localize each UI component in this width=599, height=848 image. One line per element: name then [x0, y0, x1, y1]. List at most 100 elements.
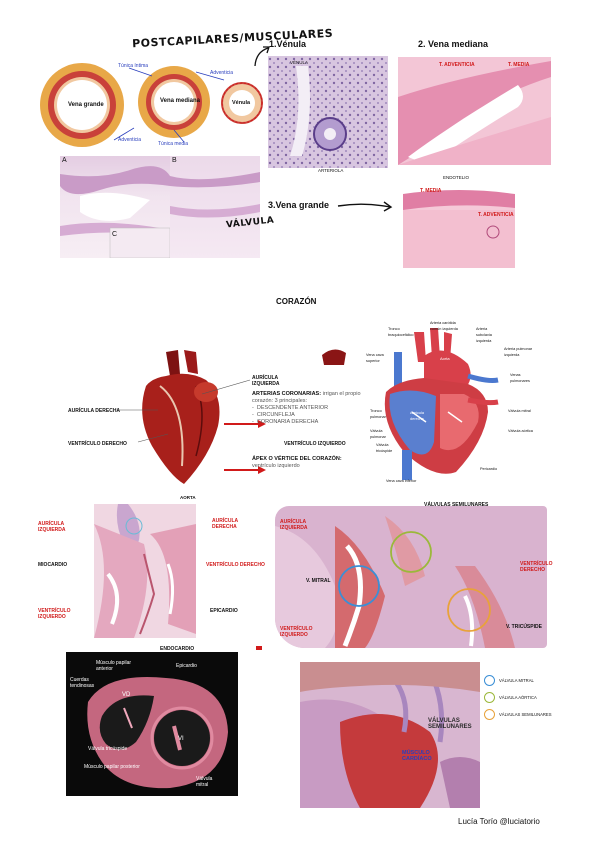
vessel-wall-diagram	[40, 63, 263, 147]
vena-grande-micrograph	[403, 172, 515, 268]
histo-left-endocardio-label: ENDOCARDIO	[160, 646, 195, 652]
diagram-label-vena-cava-inf: Vena cava inferior	[386, 479, 417, 483]
vena-grande-media-label: T. MEDIA	[420, 188, 442, 194]
histo-left-auricula-izq-label: AURÍCULA IZQUIERDA	[38, 521, 66, 533]
credit-text: Lucía Torío @luciatorio	[458, 817, 540, 826]
venula-title: 1.Vénula	[269, 39, 307, 49]
heart-auricula-izq-label: AURÍCULA IZQUIERDA	[252, 375, 280, 387]
venula-label: VÉNULA	[290, 60, 309, 65]
vena-mediana-adventicia-label: T. ADVENTICIA	[439, 62, 475, 68]
cross-label-cuerdas: Cuerdas tendinosas	[70, 677, 95, 689]
legend-marker-semilunares-icon	[484, 709, 495, 720]
histo-right-valvulas-label: VÁLVULAS SEMILUNARES	[424, 502, 489, 508]
vena-grande-adventicia-label: T. ADVENTICIA	[478, 212, 514, 218]
histo-right-ventriculo-der-label: VENTRÍCULO DERECHO	[520, 561, 553, 573]
diagram-label-venas-pulm: Venas pulmonares	[510, 373, 530, 383]
cross-label-musculo-posterior: Músculo papilar posterior	[84, 764, 140, 770]
diagram-label-valv-mitral: Válvula mitral	[508, 409, 531, 413]
diagram-label-vena-cava-sup: Vena cava superior	[366, 353, 384, 363]
corazon-title: CORAZÓN	[276, 297, 317, 306]
arteriola-label: ARTERIOLA	[318, 168, 344, 173]
cross-label-vi: VI	[178, 736, 184, 742]
diagram-label-carotida: Arteria carótida común izquierda	[430, 321, 458, 331]
adventicia-top-label: Adventicia	[210, 70, 234, 76]
endotelio-label: ENDOTELIO	[443, 175, 470, 180]
histo-right-v-mitral-label: V. MITRAL	[306, 578, 331, 584]
valves-label-musculo: MÚSCULO CARDÍACO	[402, 750, 432, 762]
vein-histology-panel-a	[60, 156, 170, 258]
vena-mediana-micrograph	[398, 57, 551, 165]
venula-micrograph	[268, 56, 388, 168]
histo-left-miocardio-label: MIOCARDIO	[38, 562, 68, 568]
histo-left-ventriculo-der-label: VENTRÍCULO DERECHO	[206, 562, 265, 568]
vessel-large-label: Vena grande	[68, 102, 104, 108]
apex-text: ventrículo izquierdo	[252, 463, 300, 469]
vessel-medium-label: Vena mediana	[160, 98, 201, 104]
heart-red-arrows	[224, 420, 266, 474]
diagram-label-tronco-pulm: Tronco pulmonar	[370, 409, 386, 419]
heart-circulation-diagram	[384, 328, 499, 480]
legend-item-aortica: VÁLVULA AÓRTICA	[484, 689, 580, 706]
diagram-label-aorta: Aorta	[440, 356, 450, 361]
heart-small-image	[322, 349, 346, 365]
legend-item-mitral: VÁLVULA MITRAL	[484, 672, 580, 689]
heart-histology-left	[94, 504, 196, 638]
heart-pointer-lines	[201, 379, 251, 395]
panel-letter-a: A	[62, 157, 67, 164]
cross-label-vd: VD	[122, 692, 131, 698]
vessel-small-label: Vénula	[232, 100, 251, 106]
heart-cross-section-photo	[66, 652, 238, 796]
heart-pointer-lines-left	[118, 409, 169, 443]
diagram-label-valv-tric: Válvula tricúspide	[376, 443, 393, 453]
heart-histology-right	[275, 506, 547, 648]
histo-right-auricula-izq-label: AURÍCULA IZQUIERDA	[280, 519, 308, 531]
histo-right-v-tricuspide-label: V. TRICÚSPIDE	[506, 624, 542, 630]
diagram-label-valv-aortica: Válvula aórtica	[508, 429, 533, 433]
diagram-label-arteria-pulm: Arteria pulmonar izquierda	[504, 347, 533, 357]
heart-3d-image	[142, 350, 220, 484]
vena-mediana-title: 2. Vena mediana	[418, 39, 489, 49]
valves-histology-photo	[300, 662, 480, 808]
adventicia-bottom-label: Adventicia	[118, 137, 142, 143]
diagram-label-auricula-der: Aurícula derecha	[410, 411, 424, 421]
coronarias-text: irrigan el propio corazón: 3 principales…	[252, 391, 361, 404]
vena-mediana-media-label: T. MEDIA	[508, 62, 530, 68]
tunica-media-label: Túnica media	[158, 141, 189, 147]
red-marker	[256, 646, 262, 650]
cross-label-tricuspide: Válvula tricúspide	[88, 746, 128, 752]
coronarias-item-2: - CIRCUNFLEJA	[252, 412, 295, 418]
tunica-intima-label: Túnica íntima	[118, 63, 149, 69]
cross-label-mitral: Válvula mitral	[196, 776, 213, 788]
apex-block: ÁPEX O VÉRTICE DEL CORAZÓN: ventrículo i…	[252, 456, 372, 470]
diagram-label-subclavia: Arteria subclavia izquierda	[476, 327, 492, 343]
heart-auricula-der-label: AURÍCULA DERECHA	[68, 408, 121, 414]
histo-left-auricula-der-label: AURÍCULA DERECHA	[212, 518, 239, 530]
coronarias-heading: ARTERIAS CORONARIAS:	[252, 391, 322, 397]
diagram-label-tronco-braquio: Tronco braquiocefálico	[388, 327, 414, 337]
vena-grande-title: 3.Vena grande	[268, 200, 330, 210]
coronarias-item-1: - DESCENDENTE ANTERIOR	[252, 405, 329, 411]
diagram-label-pericardio: Pericardio	[480, 467, 498, 471]
coronarias-block: ARTERIAS CORONARIAS: irrigan el propio c…	[252, 391, 372, 426]
histo-left-epicardio-label: EPICARDIO	[210, 608, 238, 614]
histo-left-aorta-label: AORTA	[180, 495, 196, 500]
legend-marker-aortica-icon	[484, 692, 495, 703]
cross-label-musculo-anterior: Músculo papilar anterior	[96, 660, 132, 672]
ventriculo-izq-label: VENTRÍCULO IZQUIERDO	[284, 441, 346, 447]
histo-right-ventriculo-izq-label: VENTRÍCULO IZQUIERDO	[280, 626, 313, 638]
histo-left-ventriculo-izq-label: VENTRÍCULO IZQUIERDO	[38, 608, 71, 620]
coronarias-item-3: - CORONARIA DERECHA	[252, 419, 319, 425]
valves-label-semilunares: VÁLVULAS SEMILUNARES	[428, 718, 472, 730]
arrow-up-icon	[254, 46, 270, 67]
legend-item-semilunares: VÁLVULAS SEMILUNARES	[484, 706, 580, 723]
cross-label-epicardio: Epicardio	[176, 663, 197, 669]
valves-legend: VÁLVULA MITRAL VÁLVULA AÓRTICA VÁLVULAS …	[484, 672, 580, 723]
arrow-right-icon	[337, 201, 393, 212]
vein-histology-panel-b	[170, 156, 260, 258]
heart-ventriculo-der-label: VENTRÍCULO DERECHO	[68, 441, 127, 447]
panel-letter-c: C	[112, 231, 118, 238]
panel-letter-b: B	[172, 157, 177, 164]
legend-marker-mitral-icon	[484, 675, 495, 686]
apex-heading: ÁPEX O VÉRTICE DEL CORAZÓN:	[252, 456, 342, 462]
diagram-label-valv-pulm: Válvula pulmonar	[370, 429, 386, 439]
